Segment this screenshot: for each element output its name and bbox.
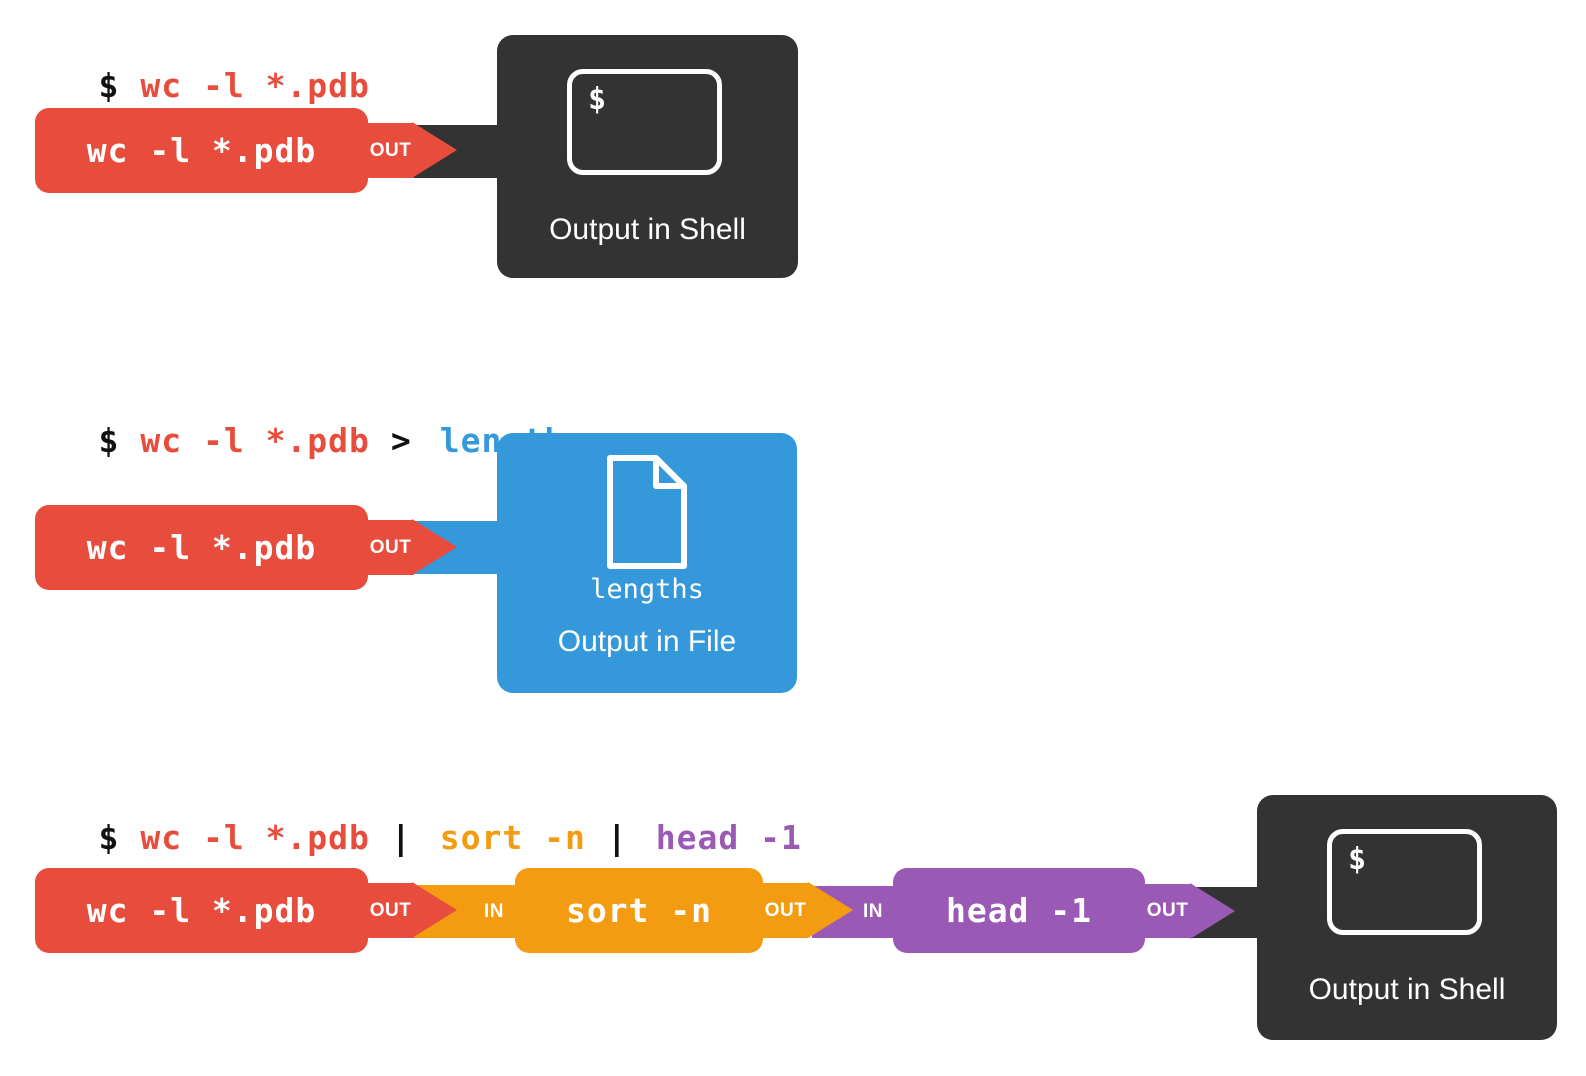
command-text-wc: wc -l *.pdb bbox=[140, 818, 370, 857]
out-tab: OUT bbox=[367, 520, 414, 575]
wc-command-box-label: wc -l *.pdb bbox=[86, 528, 317, 567]
terminal-icon: $ bbox=[1327, 829, 1482, 935]
sort-command-box: sort -n bbox=[515, 868, 763, 953]
wc-command-box: wc -l *.pdb bbox=[35, 868, 368, 953]
shell-prompt: $ bbox=[98, 66, 120, 105]
command-line-1: $ wc -l *.pdb bbox=[15, 26, 370, 146]
sort-command-box-label: sort -n bbox=[565, 891, 713, 930]
out-tab-label: OUT bbox=[764, 899, 807, 921]
terminal-icon: $ bbox=[567, 69, 722, 175]
wc-command-box: wc -l *.pdb bbox=[35, 505, 368, 590]
terminal-prompt: $ bbox=[588, 82, 607, 117]
command-text-sort: sort -n bbox=[439, 818, 586, 857]
wc-command-box-label: wc -l *.pdb bbox=[86, 131, 317, 170]
command-text-wc: wc -l *.pdb bbox=[140, 66, 370, 105]
file-icon bbox=[607, 455, 687, 569]
out-tab: OUT bbox=[1144, 884, 1191, 938]
pipe-operator: | bbox=[390, 818, 412, 857]
file-output-box: lengths Output in File bbox=[497, 433, 797, 693]
shell-output-caption: Output in Shell bbox=[1308, 973, 1506, 1006]
command-text-wc: wc -l *.pdb bbox=[140, 421, 370, 460]
pipe-operator: | bbox=[606, 818, 628, 857]
out-tab-label: OUT bbox=[1146, 900, 1189, 921]
output-filename: lengths bbox=[590, 574, 704, 605]
command-text-head: head -1 bbox=[655, 818, 802, 857]
out-tab-label: OUT bbox=[369, 139, 412, 161]
shell-output-caption: Output in Shell bbox=[549, 213, 746, 246]
shell-prompt: $ bbox=[98, 421, 120, 460]
pipe-arrow-icon bbox=[1190, 883, 1235, 939]
head-command-box: head -1 bbox=[893, 868, 1145, 953]
out-tab: OUT bbox=[367, 123, 414, 178]
head-command-box-label: head -1 bbox=[945, 891, 1093, 930]
terminal-prompt: $ bbox=[1348, 842, 1367, 877]
wc-command-box: wc -l *.pdb bbox=[35, 108, 368, 193]
out-tab-label: OUT bbox=[369, 536, 412, 558]
out-tab: OUT bbox=[367, 883, 414, 938]
out-tab: OUT bbox=[762, 883, 809, 938]
redirect-operator: > bbox=[390, 421, 412, 460]
shell-prompt: $ bbox=[98, 818, 120, 857]
pipe-arrow-icon bbox=[412, 882, 457, 938]
wc-command-box-label: wc -l *.pdb bbox=[86, 891, 317, 930]
shell-output-box: $ Output in Shell bbox=[1257, 795, 1557, 1040]
file-output-caption: Output in File bbox=[557, 625, 737, 658]
out-tab-label: OUT bbox=[369, 899, 412, 921]
pipe-arrow-icon bbox=[412, 122, 457, 178]
pipe-arrow-icon bbox=[412, 519, 457, 575]
command-line-3: $ wc -l *.pdb | sort -n | head -1 bbox=[15, 778, 802, 898]
shell-output-box: $ Output in Shell bbox=[497, 35, 798, 278]
in-tab-label: IN bbox=[484, 900, 504, 922]
in-tab-label: IN bbox=[863, 901, 883, 922]
pipe-arrow-icon bbox=[808, 882, 853, 938]
